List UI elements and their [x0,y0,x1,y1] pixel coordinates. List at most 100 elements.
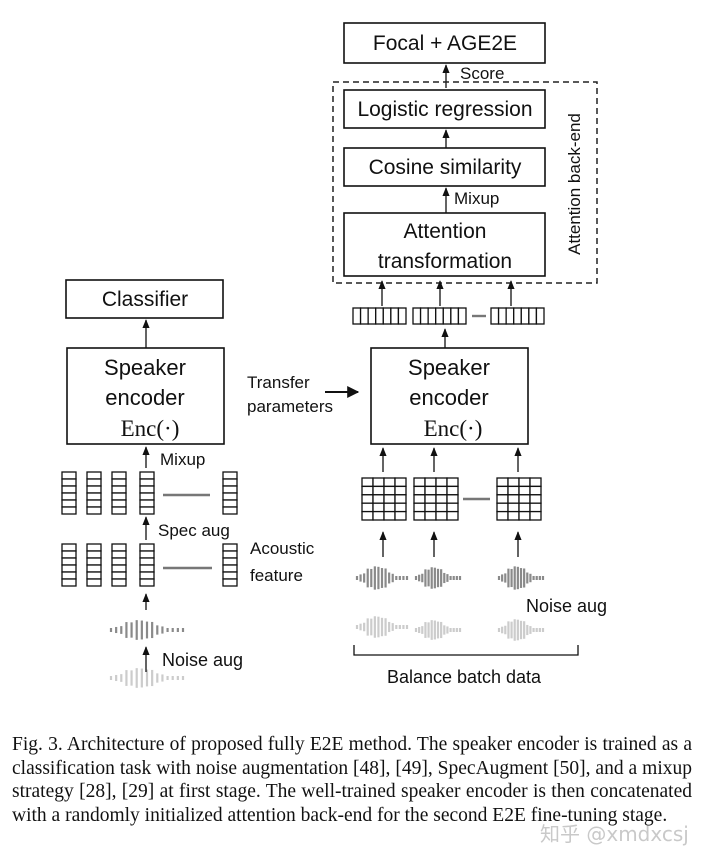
feature-cell [139,499,155,508]
feature-grid-3 [496,477,542,521]
cosine-similarity-label: Cosine similarity [369,156,522,179]
feature-cell [139,492,155,501]
grid-cell [507,510,520,521]
embedding-cell [367,307,377,325]
focal-age2e-label: Focal + AGE2E [373,32,517,55]
grid-cell [361,477,374,488]
grid-cell [446,477,459,488]
embedding-cell [520,307,530,325]
right-speaker-encoder-box: Speaker encoder Enc(·) [370,347,529,445]
noise-aug-right-label: Noise aug [526,596,607,616]
grid-cell [496,502,509,513]
grid-cell [424,485,437,496]
figure-caption: Fig. 3. Architecture of proposed fully E… [12,734,692,826]
feature-cell [86,578,102,587]
feature-cell [222,506,238,515]
feature-cell [222,543,238,552]
feature-cell [86,485,102,494]
embedding-vectors [352,280,545,325]
grid-cell [413,477,426,488]
acoustic-feature-columns [61,543,238,587]
embedding-vector-1 [352,307,407,325]
feature-cell [86,478,102,487]
embedding-vector-2 [412,307,467,325]
mixed-feature-columns [61,471,238,515]
feature-cell [111,485,127,494]
feature-cell [222,578,238,587]
feature-cell [61,543,77,552]
grid-cell [361,485,374,496]
attention-transformation-box: Attention transformation [343,212,546,277]
grid-cell [507,477,520,488]
grid-cell [496,494,509,504]
logistic-regression-label: Logistic regression [357,98,532,121]
grid-cell [394,485,407,496]
grid-cell [424,477,437,488]
grid-cell [394,510,407,521]
feature-cell [222,492,238,501]
embedding-cell [397,307,407,325]
grid-cell [361,494,374,504]
left-speaker-encoder-box: Speaker encoder Enc(·) [66,347,225,445]
grid-cell [383,485,396,496]
grid-cell [518,510,531,521]
grid-cell [372,477,385,488]
feature-cell [111,471,127,480]
left-encoder-line1: Speaker [104,355,186,380]
feature-cell [111,564,127,573]
grid-cell [424,510,437,521]
embedding-cell [457,307,467,325]
grid-cell [496,510,509,521]
feature-cell [111,543,127,552]
embedding-cell [435,307,444,325]
grid-cell [424,502,437,513]
transfer-label-line2: parameters [247,397,333,416]
feature-cell [61,499,77,508]
grid-cell [435,494,448,504]
embedding-cell [497,307,507,325]
embedding-cell [513,307,522,325]
attention-label-line1: Attention [404,220,487,243]
grid-cell [383,502,396,513]
feature-cell [222,564,238,573]
embedding-cell [427,307,437,325]
left-waveforms [109,620,185,688]
balance-batch-label: Balance batch data [387,667,542,687]
feature-cell [86,557,102,566]
grid-cell [413,510,426,521]
grid-cell [446,510,459,521]
feature-cell [222,499,238,508]
feature-cell [86,471,102,480]
embedding-cell [359,307,369,325]
embedding-cell [375,307,384,325]
grid-cell [383,494,396,504]
grid-cell [413,494,426,504]
embedding-vector-3 [490,307,545,325]
grid-cell [518,502,531,513]
grid-cell [529,510,542,521]
left-encoder-line2: encoder [105,385,185,410]
grid-cell [507,502,520,513]
embedding-cell [412,307,422,325]
feature-cell [139,571,155,580]
attention-backend-label: Attention back-end [565,113,584,255]
grid-cell [435,485,448,496]
feature-cell [111,499,127,508]
right-feature-grids [361,447,542,557]
feature-cell [111,492,127,501]
feature-cell [139,543,155,552]
feature-cell [111,506,127,515]
right-waveforms [355,566,545,641]
mixup-right-label: Mixup [454,189,499,208]
grid-cell [529,485,542,496]
attention-label-line2: transformation [378,250,512,273]
grid-cell [383,477,396,488]
feature-cell [111,478,127,487]
watermark: 知乎 @xmdxcsj [540,822,689,846]
feature-cell [61,571,77,580]
grid-cell [518,494,531,504]
grid-cell [529,494,542,504]
feature-cell [86,564,102,573]
feature-cell [222,485,238,494]
feature-cell [61,492,77,501]
